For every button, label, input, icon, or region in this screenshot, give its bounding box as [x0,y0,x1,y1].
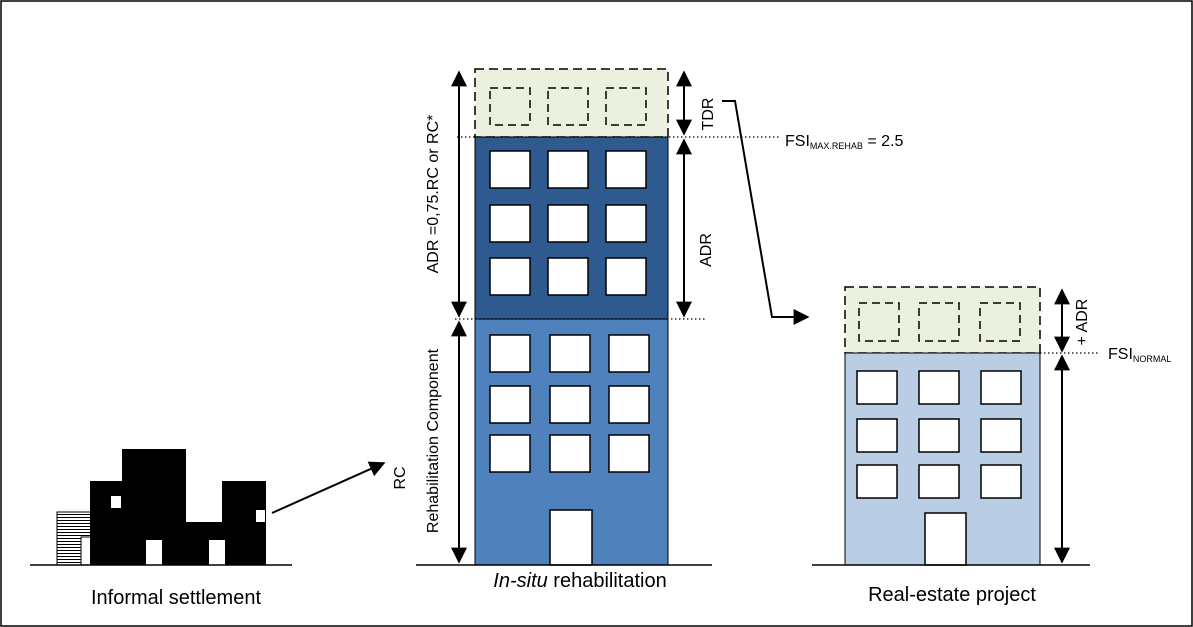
adr-addition-block [844,286,1041,354]
adr-label: ADR [698,233,715,267]
window [856,464,898,499]
dashed-window [979,302,1021,342]
window [918,418,960,453]
insitu-building [474,68,669,566]
dashed-window [858,302,900,342]
window [856,370,898,405]
window [547,204,589,243]
insitu-italic: In-situ [493,570,547,592]
door [924,512,967,566]
realestate-caption: Real-estate project [868,584,1036,606]
window [605,257,647,296]
window [980,464,1022,499]
dashed-window [605,87,647,126]
window [918,464,960,499]
settlement-silhouette [90,449,266,565]
window [605,204,647,243]
fsi-max-label: FSIMAX.REHAB = 2.5 [785,133,903,151]
window [549,385,591,424]
tdr-transfer-arrow [722,100,810,325]
tdr-label: TDR [700,98,717,131]
settlement-door [146,540,162,565]
window [980,370,1022,405]
window [489,257,531,296]
settlement-window [111,496,121,508]
window [608,434,650,473]
rc-label: RC [392,466,409,489]
settlement-door [209,540,225,565]
plus-adr-label: + ADR [1074,299,1091,346]
window [489,385,531,424]
settlement-window [256,510,265,522]
insitu-caption: In-situ rehabilitation [493,570,666,592]
rc-arrow [271,461,386,514]
dashed-window [489,87,531,126]
fsi-normal-main: FSI [1108,346,1133,363]
window [605,150,647,189]
window [549,434,591,473]
window [980,418,1022,453]
fsi-max-value: = 2.5 [863,133,904,150]
dashed-window [547,87,589,126]
insitu-rest: rehabilitation [548,570,667,592]
fsi-max-subscript: MAX.REHAB [810,141,863,151]
window [918,370,960,405]
fsi-max-main: FSI [785,133,810,150]
window [549,334,591,373]
window [547,150,589,189]
informal-settlement [56,449,266,566]
window [608,385,650,424]
window [489,434,531,473]
informal-settlement-caption: Informal settlement [91,587,262,609]
fsi-normal-subscript: NORMAL [1133,354,1172,364]
window [489,150,531,189]
rehab-component-label: Rehabilitation Component [425,348,442,533]
window [608,334,650,373]
dashed-window [918,302,960,342]
window [547,257,589,296]
window [489,204,531,243]
adr-formula-label: ADR =0,75.RC or RC* [425,115,442,274]
fsi-normal-label: FSINORMAL [1108,346,1171,364]
tdr-block [474,68,669,138]
window [489,334,531,373]
door [549,509,593,566]
realestate-building [844,286,1041,566]
window [856,418,898,453]
